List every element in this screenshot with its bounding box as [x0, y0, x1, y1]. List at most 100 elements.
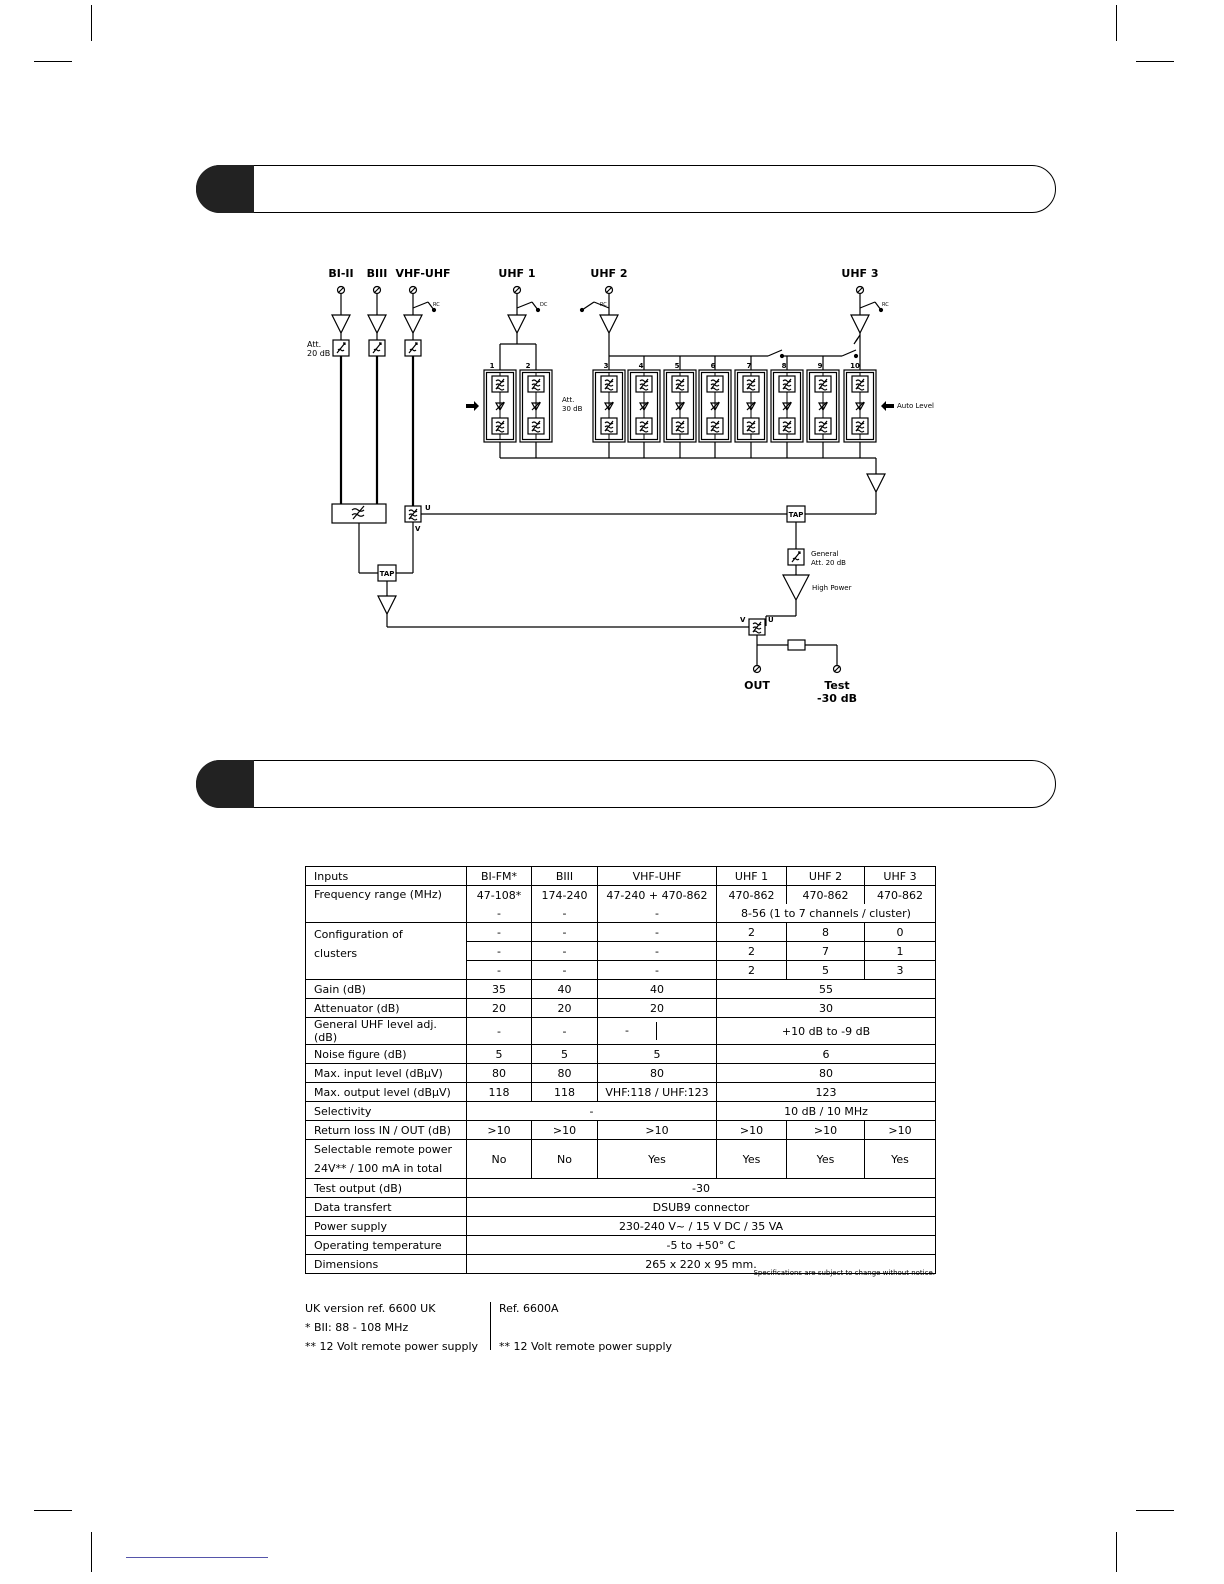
table-row: Dimensions 265 x 220 x 95 mm.	[305, 1254, 936, 1274]
u-label: U	[425, 504, 431, 512]
table-row: Max. output level (dBµV) 118 118 VHF:118…	[305, 1082, 936, 1102]
attenuator	[332, 339, 350, 357]
table-row: - - - 2 7 1	[306, 941, 936, 961]
dc-label: DC	[540, 302, 548, 308]
table-row: Inputs BI-FM* BIII VHF-UHF UHF 1 UHF 2 U…	[305, 866, 936, 886]
table-cell: Gain (dB)	[305, 979, 467, 999]
tap-label: TAP	[789, 511, 804, 519]
v-label: V	[415, 525, 421, 533]
table-cell: 470-862	[864, 885, 936, 904]
amplifier	[377, 595, 397, 615]
table-cell: 0	[864, 922, 936, 942]
input-connector	[336, 285, 346, 295]
table-cell: >10	[531, 1120, 598, 1140]
table-cell: 40	[597, 979, 717, 999]
crop-mark	[1116, 1532, 1117, 1572]
input-label-vhfuhf: VHF-UHF	[395, 267, 450, 280]
table-cell: -30	[466, 1178, 936, 1198]
table-row: - - - 8-56 (1 to 7 channels / cluster)	[306, 904, 936, 923]
tap-label: TAP	[380, 570, 395, 578]
table-cell: -	[466, 904, 532, 923]
table-cell: -	[597, 960, 717, 980]
table-row: Frequency range (MHz) 47-108* 174-240 47…	[305, 885, 936, 923]
table-cell: 5	[597, 1044, 717, 1064]
table-cell: 470-862	[716, 885, 787, 904]
input-label-b1: BI-II	[328, 267, 353, 280]
table-cell: DSUB9 connector	[466, 1197, 936, 1217]
resistor	[787, 639, 806, 651]
section-tab	[195, 759, 254, 808]
table-cell: 7	[786, 941, 865, 961]
input-label-uhf1: UHF 1	[498, 267, 535, 280]
table-row: Data transfert DSUB9 connector	[305, 1197, 936, 1217]
table-cell: >10	[864, 1120, 936, 1140]
table-row: Return loss IN / OUT (dB) >10 >10 >10 >1…	[305, 1120, 936, 1140]
table-cell: -	[597, 904, 717, 923]
table-cell: +10 dB to -9 dB	[716, 1017, 936, 1045]
label-line: Selectable remote power	[314, 1143, 453, 1156]
crop-mark	[1136, 1510, 1174, 1511]
att30-label: Att.	[562, 396, 574, 404]
arrow-icon	[881, 401, 894, 411]
table-cell: Yes	[597, 1139, 717, 1179]
footer-line	[126, 1557, 268, 1558]
table-cell: Max. input level (dBµV)	[305, 1063, 467, 1083]
table-cell: -	[597, 941, 717, 961]
table-cell: 80	[716, 1063, 936, 1083]
crop-mark	[1136, 61, 1174, 62]
table-cell: 80	[531, 1063, 598, 1083]
cell-divider	[656, 1022, 716, 1040]
table-cell: 8	[786, 922, 865, 942]
crop-mark	[34, 1510, 72, 1511]
table-cell: Attenuator (dB)	[305, 998, 467, 1018]
attenuator	[368, 339, 386, 357]
amplifier	[866, 473, 886, 493]
out-label: OUT	[744, 679, 770, 692]
filter-number: 1	[490, 362, 495, 370]
att20-label: 20 dB	[307, 349, 330, 358]
table-cell: 47-108*	[466, 885, 532, 904]
v-label: V	[740, 616, 746, 624]
table-cell: General UHF level adj. (dB)	[305, 1017, 467, 1045]
table-cell: 5	[466, 1044, 532, 1064]
input-connector	[372, 285, 382, 295]
table-cell: >10	[716, 1120, 787, 1140]
table-cell: No	[531, 1139, 598, 1179]
filter-number: 6	[711, 362, 716, 370]
auto-level-label: Auto Level	[897, 402, 934, 410]
input-label-uhf3: UHF 3	[841, 267, 878, 280]
amplifier	[850, 314, 870, 334]
general-attenuator	[787, 548, 805, 566]
arrow-icon	[466, 401, 479, 411]
table-row: Operating temperature -5 to +50° C	[305, 1235, 936, 1255]
att30-label: 30 dB	[562, 405, 583, 413]
table-cell: 123	[716, 1082, 936, 1102]
table-cell: Yes	[864, 1139, 936, 1179]
table-row: Power supply 230-240 V~ / 15 V DC / 35 V…	[305, 1216, 936, 1236]
filter-module	[807, 370, 839, 442]
crop-mark	[34, 61, 72, 62]
table-cell: 5	[531, 1044, 598, 1064]
table-cell: 10 dB / 10 MHz	[716, 1101, 936, 1121]
table-cell: -	[466, 922, 532, 942]
table-cell: >10	[597, 1120, 717, 1140]
table-cell: 230-240 V~ / 15 V DC / 35 VA	[466, 1216, 936, 1236]
combining-filter	[331, 503, 387, 524]
table-cell: -	[531, 960, 598, 980]
filter-number: 8	[782, 362, 787, 370]
table-cell: 8-56 (1 to 7 channels / cluster)	[716, 904, 936, 923]
table-cell: Power supply	[305, 1216, 467, 1236]
table-row: Selectivity - 10 dB / 10 MHz	[305, 1101, 936, 1121]
amplifier	[367, 314, 387, 334]
amplifier	[403, 314, 423, 334]
rc-label: RC	[433, 302, 440, 308]
filter-module	[844, 370, 876, 442]
rc-label: RC	[882, 302, 889, 308]
table-cell: 20	[531, 998, 598, 1018]
table-cell: -	[531, 941, 598, 961]
filter-module	[771, 370, 803, 442]
filter-module	[484, 370, 516, 442]
table-cell: 20	[466, 998, 532, 1018]
table-cell: 35	[466, 979, 532, 999]
